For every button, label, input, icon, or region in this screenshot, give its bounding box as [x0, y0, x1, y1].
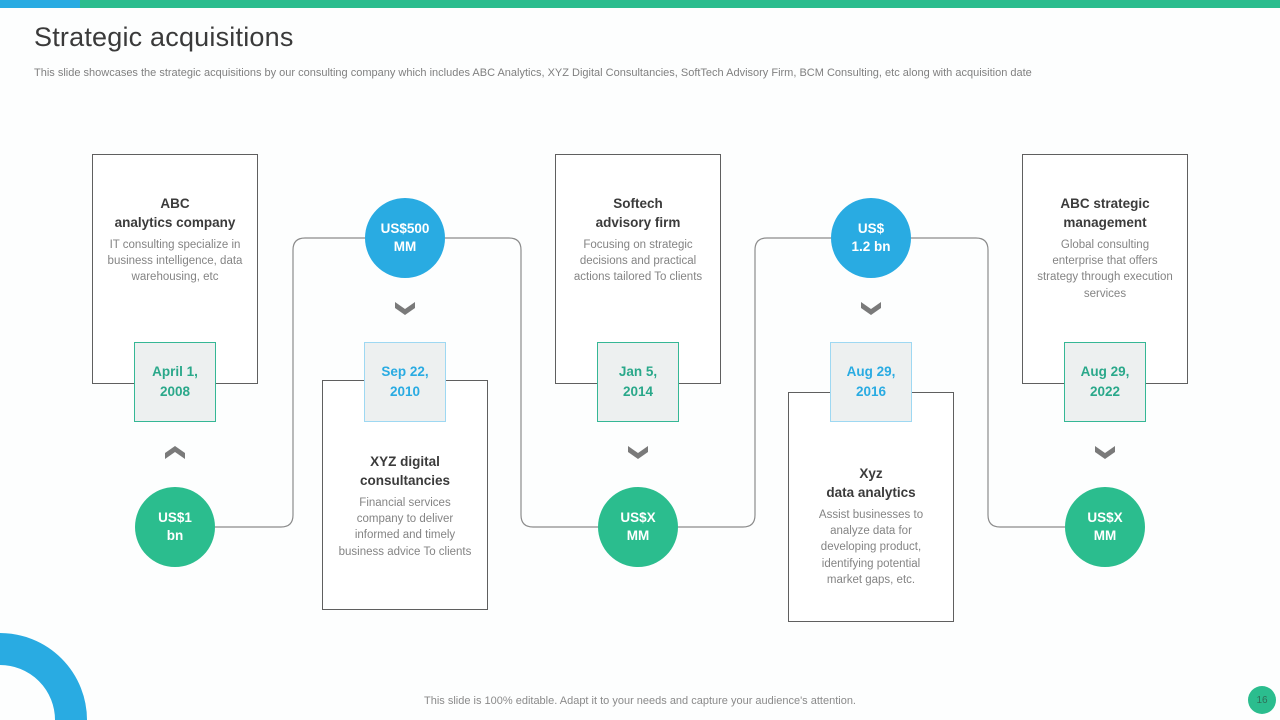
- info-box-description: IT consulting specialize in business int…: [107, 238, 243, 284]
- chevron-down-icon: [1093, 444, 1117, 461]
- info-box: Xyz data analytics Assist businesses to …: [788, 392, 954, 622]
- top-accent-bar: [0, 0, 1280, 8]
- date-box: Aug 29, 2022: [1064, 342, 1146, 422]
- info-box-title: XYZ digital consultancies: [359, 454, 451, 488]
- chevron-up-icon: [163, 444, 187, 461]
- date-box: Sep 22, 2010: [364, 342, 446, 422]
- info-box: Softech advisory firm Focusing on strate…: [555, 154, 721, 384]
- amount-circle: US$500 MM: [365, 198, 445, 278]
- info-box-description: Global consulting enterprise that offers…: [1037, 238, 1173, 300]
- info-box-title: ABC strategic management: [1060, 196, 1150, 230]
- chevron-down-icon: [393, 300, 417, 317]
- info-box-title: Xyz data analytics: [826, 466, 916, 500]
- chevron-down-icon: [626, 444, 650, 461]
- info-box-title: ABC analytics company: [114, 196, 236, 230]
- date-box: Jan 5, 2014: [597, 342, 679, 422]
- info-box: ABC analytics company IT consulting spec…: [92, 154, 258, 384]
- page-title: Strategic acquisitions: [34, 22, 294, 52]
- amount-circle: US$X MM: [1065, 487, 1145, 567]
- info-box-description: Financial services company to deliver in…: [338, 496, 472, 558]
- amount-circle: US$X MM: [598, 487, 678, 567]
- footer-note: This slide is 100% editable. Adapt it to…: [424, 695, 856, 707]
- page-number-badge: 16: [1248, 686, 1276, 714]
- chevron-down-icon: [859, 300, 883, 317]
- amount-circle: US$ 1.2 bn: [831, 198, 911, 278]
- date-box: April 1, 2008: [134, 342, 216, 422]
- info-box-description: Focusing on strategic decisions and prac…: [573, 238, 703, 284]
- info-box-title: Softech advisory firm: [595, 196, 681, 230]
- info-box-description: Assist businesses to analyze data for de…: [818, 508, 924, 587]
- amount-circle: US$1 bn: [135, 487, 215, 567]
- top-accent-bar-blue-segment: [0, 0, 80, 8]
- slide-subtitle: This slide showcases the strategic acqui…: [34, 67, 1032, 79]
- date-box: Aug 29, 2016: [830, 342, 912, 422]
